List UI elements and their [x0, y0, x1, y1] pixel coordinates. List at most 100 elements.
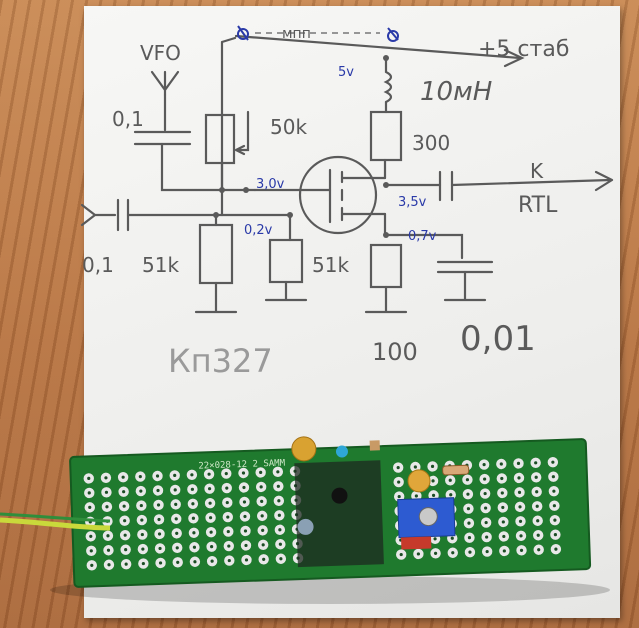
pcb-pad-hole	[448, 478, 452, 482]
ceramic-cap-right	[407, 469, 431, 493]
pcb-pad-hole	[534, 461, 538, 465]
pcb-pad-hole	[499, 462, 503, 466]
pcb-pad-hole	[173, 488, 177, 492]
cap-input-symbol	[116, 198, 130, 232]
pcb-pad-hole	[262, 557, 266, 561]
pcb-pad-hole	[226, 529, 230, 534]
pcb-pad-hole	[536, 533, 540, 537]
pcb-pad-hole	[260, 499, 264, 503]
pcb-pad-hole	[140, 518, 144, 522]
transistor-cluster	[294, 460, 384, 568]
pcb-pad-hole	[141, 561, 145, 566]
pcb-pad-hole	[158, 561, 163, 565]
pcb-pad-hole	[192, 545, 197, 549]
pot-50k-symbol	[204, 113, 236, 165]
pcb-pad-hole	[482, 462, 486, 467]
pcb-pad-hole	[500, 491, 504, 495]
transistor-type-label: Кп327	[168, 342, 273, 380]
pcb-pad-hole	[89, 549, 93, 553]
pcb-pad-hole	[551, 475, 555, 479]
cap-blue-small	[335, 445, 348, 458]
pcb-pad-hole	[535, 504, 539, 508]
pcb-pad-hole	[261, 528, 265, 532]
pcb-pad-hole	[105, 505, 109, 509]
pcb-pad-hole	[175, 531, 179, 535]
pcb-pad-hole	[259, 485, 263, 489]
pcb-pad-hole	[502, 549, 506, 553]
pcb-pad-hole	[536, 519, 540, 523]
pcb-pad-hole	[243, 529, 248, 533]
pcb-pad-hole	[278, 542, 282, 546]
pcb-pad-hole	[552, 504, 556, 508]
pcb-board: 22×028-12 2 SAMM	[69, 436, 592, 588]
vfo-label: VFO	[140, 41, 181, 65]
pcb-pad-hole	[87, 476, 91, 481]
pcb-pad-hole	[414, 494, 418, 498]
pcb-pad-hole	[226, 515, 230, 519]
pcb-pad-hole	[449, 493, 453, 497]
res-100-symbol	[369, 243, 403, 289]
pcb-pad-hole	[175, 546, 179, 550]
pcb-pad-hole	[122, 504, 126, 508]
resistor-beige	[442, 464, 470, 476]
pcb-pad-hole	[467, 536, 472, 540]
res-51k-gate-symbol	[268, 238, 304, 284]
pcb-pad-hole	[210, 559, 214, 563]
pcb-pad-hole	[242, 500, 247, 504]
cap-vfo-label: 0,1	[112, 107, 144, 131]
pcb-pad-hole	[156, 503, 161, 507]
pcb-pad-hole	[207, 472, 211, 476]
supply-rail	[234, 34, 522, 60]
pcb-pad-hole	[244, 558, 249, 562]
pcb-pad-hole	[241, 471, 246, 475]
pcb-pad-hole	[500, 476, 504, 481]
res-300-label: 300	[412, 131, 450, 155]
pcb-pad-hole	[158, 546, 162, 551]
pcb-pad-hole	[176, 560, 180, 564]
voltage-0-7v: 0,7v	[408, 229, 437, 244]
pcb-pad-hole	[157, 532, 162, 536]
inductor-label: 10мН	[420, 77, 492, 107]
pcb-pad-hole	[279, 557, 283, 561]
pcb-pad-hole	[209, 530, 213, 534]
pcb-pad-hole	[451, 551, 455, 555]
pcb-pad-hole	[89, 534, 93, 538]
pcb-pad-hole	[208, 516, 213, 520]
pcb-pad-hole	[208, 501, 212, 505]
pcb-pad-hole	[416, 552, 420, 556]
pcb-pad-hole	[517, 490, 522, 494]
pcb-pad-hole	[191, 516, 196, 520]
pcb-pad-hole	[227, 558, 231, 563]
pcb-pad-hole	[225, 500, 229, 505]
pcb-pad-hole	[483, 491, 487, 496]
pcb-pad-hole	[124, 562, 128, 566]
pcb-pad-hole	[468, 550, 472, 554]
pcb-pad-hole	[259, 470, 263, 474]
pcb-pad-hole	[140, 532, 144, 537]
pcb-pad-hole	[224, 471, 228, 476]
pcb-pad-hole	[396, 465, 400, 470]
pcb-pad-hole	[121, 475, 125, 479]
pcb-pad-hole	[501, 505, 505, 510]
pcb-pad-hole	[551, 460, 555, 464]
pcb-pad-hole	[106, 534, 110, 538]
pcb-pad-hole	[104, 476, 108, 480]
pcb-pad-hole	[397, 480, 401, 484]
pcb-pad-hole	[519, 534, 523, 538]
cap-001-symbol	[436, 260, 494, 274]
pcb-pad-hole	[123, 519, 127, 523]
yellow-wire	[0, 517, 111, 531]
pcb-pad-hole	[399, 552, 403, 557]
pcb-pad-hole	[243, 514, 247, 519]
pcb-pad-hole	[466, 492, 470, 496]
voltage-0-2v: 0,2v	[244, 223, 273, 238]
pcb-pad-hole	[433, 551, 438, 555]
pcb-pad-hole	[190, 487, 194, 491]
pcb-pad-hole	[534, 475, 538, 479]
pcb-pad-hole	[261, 543, 265, 547]
pcb-pad-hole	[173, 473, 177, 477]
pot-50k-label: 50k	[270, 115, 307, 139]
top-note: мпп	[282, 26, 311, 42]
pcb-pad-hole	[535, 490, 539, 494]
pcb-pad-hole	[431, 493, 436, 497]
